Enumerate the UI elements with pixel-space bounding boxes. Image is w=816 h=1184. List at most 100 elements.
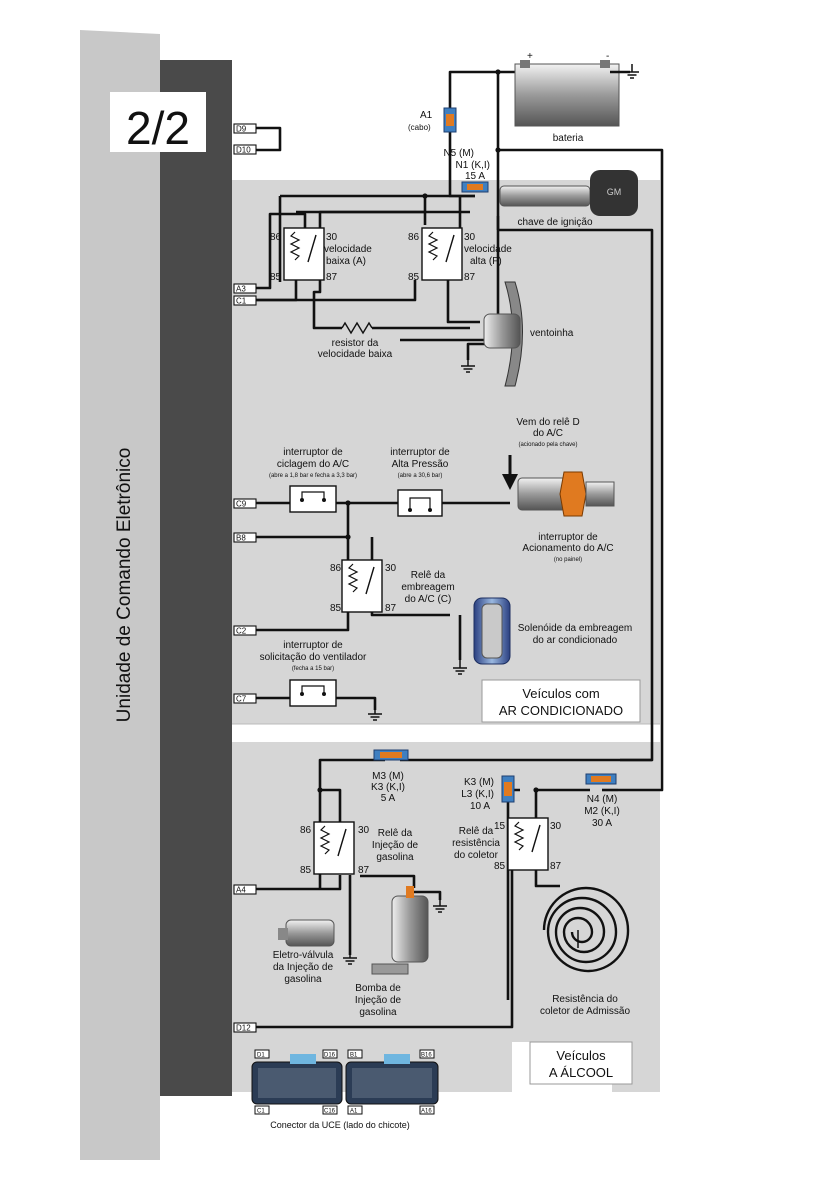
svg-text:86: 86	[330, 563, 342, 574]
svg-text:85: 85	[494, 861, 506, 872]
svg-text:Veículos com: Veículos com	[522, 686, 599, 701]
svg-text:ciclagem do A/C: ciclagem do A/C	[277, 459, 349, 470]
svg-text:B1: B1	[350, 1053, 358, 1059]
svg-text:Bomba de: Bomba de	[355, 983, 401, 994]
alcohol-vehicles-box: Veículos A ÁLCOOL	[529, 1041, 633, 1085]
svg-text:N1 (K,I): N1 (K,I)	[456, 160, 490, 171]
relay-ac-clutch: 86 30 85 87 Relê da embreagem do A/C (C)	[330, 559, 455, 614]
ac-high-pressure-switch: interruptor de Alta Pressão (abre a 30,6…	[390, 447, 450, 517]
svg-text:gasolina: gasolina	[284, 974, 322, 985]
svg-text:5 A: 5 A	[381, 793, 396, 804]
svg-text:velocidade baixa: velocidade baixa	[318, 349, 393, 360]
svg-text:87: 87	[550, 861, 562, 872]
svg-text:C1: C1	[236, 297, 247, 306]
ac-vehicles-box: Veículos com AR CONDICIONADO	[481, 679, 641, 723]
svg-text:A ÁLCOOL: A ÁLCOOL	[549, 1065, 613, 1080]
fuse-a1: A1 (cabo)	[408, 107, 457, 133]
svg-text:85: 85	[408, 272, 420, 283]
svg-text:alta (F): alta (F)	[470, 256, 502, 267]
svg-text:B8: B8	[236, 534, 246, 543]
svg-text:do A/C: do A/C	[533, 428, 563, 439]
svg-text:85: 85	[270, 272, 282, 283]
svg-text:15: 15	[494, 821, 506, 832]
svg-text:D9: D9	[236, 125, 247, 134]
fan-label: ventoinha	[530, 328, 574, 339]
svg-text:K3 (K,I): K3 (K,I)	[371, 782, 405, 793]
svg-text:AR CONDICIONADO: AR CONDICIONADO	[499, 703, 623, 718]
svg-text:87: 87	[464, 272, 476, 283]
svg-text:(no painel): (no painel)	[554, 557, 582, 563]
ecu-label: Unidade de Comando Eletrônico	[114, 448, 135, 723]
svg-text:Injeção de: Injeção de	[372, 840, 419, 851]
svg-text:C9: C9	[236, 500, 247, 509]
svg-text:K3 (M): K3 (M)	[464, 777, 494, 788]
svg-text:30 A: 30 A	[592, 818, 612, 829]
svg-text:C2: C2	[236, 627, 247, 636]
svg-text:D1: D1	[257, 1053, 265, 1059]
svg-text:da Injeção de: da Injeção de	[273, 962, 333, 973]
svg-text:30: 30	[550, 821, 562, 832]
svg-text:10 A: 10 A	[470, 801, 490, 812]
svg-text:baixa (A): baixa (A)	[326, 256, 366, 267]
connector-label: Conector da UCE (lado do chicote)	[270, 1120, 410, 1130]
svg-text:A4: A4	[236, 886, 246, 895]
svg-text:86: 86	[408, 232, 420, 243]
relay-manifold-heater: 15 30 85 87 Relê da resistência do colet…	[452, 817, 562, 872]
relay-low-speed: 86 30 85 87 velocidade baixa (A)	[270, 227, 372, 283]
svg-text:velocidade: velocidade	[464, 244, 512, 255]
fuse-n5: N5 (M) N1 (K,I) 15 A	[443, 148, 490, 193]
ignition-label: chave de ignição	[517, 217, 592, 228]
battery-label: bateria	[553, 133, 584, 144]
svg-text:resistor da: resistor da	[332, 338, 379, 349]
svg-text:L3 (K,I): L3 (K,I)	[461, 789, 494, 800]
svg-text:solicitação do ventilador: solicitação do ventilador	[260, 652, 367, 663]
svg-text:A16: A16	[421, 1109, 432, 1115]
svg-text:86: 86	[300, 825, 312, 836]
svg-text:Solenóide da embreagem: Solenóide da embreagem	[518, 623, 633, 634]
svg-text:Resistência do: Resistência do	[552, 994, 618, 1005]
gasoline-solenoid-valve: Eletro-válvula da Injeção de gasolina	[273, 919, 358, 985]
svg-text:87: 87	[326, 272, 338, 283]
svg-text:velocidade: velocidade	[324, 244, 372, 255]
gasoline-injection-pump: Bomba de Injeção de gasolina	[355, 886, 448, 1018]
svg-text:30: 30	[326, 232, 338, 243]
svg-text:Alta Pressão: Alta Pressão	[392, 459, 449, 470]
fan: ventoinha	[460, 281, 574, 387]
svg-text:do ar condicionado: do ar condicionado	[533, 635, 618, 646]
ac-actuation-switch: Vem do relê D do A/C (acionado pela chav…	[502, 417, 615, 563]
svg-text:embreagem: embreagem	[401, 582, 454, 593]
svg-text:A1: A1	[420, 110, 433, 121]
fuse-m3: M3 (M) K3 (K,I) 5 A	[371, 749, 409, 804]
svg-text:85: 85	[300, 865, 312, 876]
svg-text:interruptor de: interruptor de	[538, 532, 598, 543]
svg-text:do A/C (C): do A/C (C)	[405, 594, 452, 605]
junctions	[317, 69, 539, 793]
svg-text:Injeção de: Injeção de	[355, 995, 402, 1006]
svg-text:Relê da: Relê da	[411, 570, 446, 581]
svg-text:(abre a 1,8 bar e fecha a 3,3: (abre a 1,8 bar e fecha a 3,3 bar)	[269, 473, 357, 479]
svg-text:C1: C1	[257, 1109, 265, 1115]
intake-manifold-heater: Resistência do coletor de Admissão	[540, 886, 630, 1017]
page-label: 2/2	[126, 102, 190, 154]
ecu-connector: D1 D16 C1 C16 B1 B16 A1 A16 Conector da …	[251, 1049, 439, 1130]
ac-cycling-switch: interruptor de ciclagem do A/C (abre a 1…	[269, 447, 357, 513]
svg-text:resistência: resistência	[452, 838, 500, 849]
svg-text:C7: C7	[236, 695, 247, 704]
svg-text:coletor de Admissão: coletor de Admissão	[540, 1006, 630, 1017]
svg-text:interruptor de: interruptor de	[283, 447, 343, 458]
svg-text:D16: D16	[324, 1053, 336, 1059]
wires	[256, 70, 664, 1029]
svg-text:30: 30	[358, 825, 370, 836]
svg-text:87: 87	[358, 865, 370, 876]
relay-high-speed: 86 30 85 87 velocidade alta (F)	[408, 227, 512, 283]
svg-text:C16: C16	[324, 1109, 336, 1115]
svg-text:N4 (M): N4 (M)	[587, 794, 618, 805]
svg-text:gasolina: gasolina	[359, 1007, 397, 1018]
svg-text:GM: GM	[607, 187, 622, 197]
svg-text:D10: D10	[236, 146, 251, 155]
svg-text:Relê da: Relê da	[459, 826, 494, 837]
svg-text:(cabo): (cabo)	[408, 123, 431, 132]
relay-gasoline-injection: 86 30 85 87 Relê da Injeção de gasolina	[300, 821, 419, 876]
svg-text:86: 86	[270, 232, 282, 243]
